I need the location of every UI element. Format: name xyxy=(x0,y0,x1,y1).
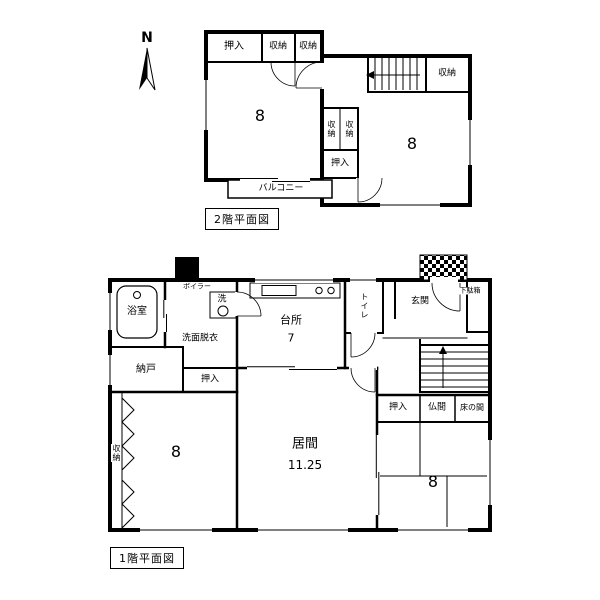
room-label-kitchen: 台所 xyxy=(280,313,302,327)
room-size-8-1f-east: 8 xyxy=(427,472,439,491)
kitchen-counter-icon xyxy=(249,282,341,299)
room-size-kitchen: 7 xyxy=(287,331,295,345)
closet-folding-doors xyxy=(121,397,135,529)
floor1-caption: 1階平面図 xyxy=(110,547,184,569)
room-label-shuno-2f-mid-b: 収納 xyxy=(345,120,354,138)
room-label-shuno-2f-east: 収納 xyxy=(437,68,457,79)
room-label-butsuma: 仏間 xyxy=(427,402,447,413)
floor2-caption: 2階平面図 xyxy=(205,208,279,230)
compass-icon xyxy=(139,47,156,91)
room-label-shuno-2f-a: 収納 xyxy=(268,41,288,52)
room-label-oshiire-2f-mid: 押入 xyxy=(330,158,350,169)
genkan-porch-tile xyxy=(419,254,468,281)
room-label-shuno-2f-b: 収納 xyxy=(298,41,318,52)
room-label-genkan: 玄関 xyxy=(410,296,430,307)
label-getabako: 下駄箱 xyxy=(458,286,482,295)
room-label-oshiire-2f-top: 押入 xyxy=(224,41,244,52)
room-label-living: 居間 xyxy=(291,436,319,452)
tatami-lines xyxy=(377,422,490,530)
room-label-nando: 納戸 xyxy=(136,364,156,375)
room-label-bath: 浴室 xyxy=(126,306,148,317)
room-label-balcony: バルコニー xyxy=(258,183,304,194)
room-label-tokonoma: 床の間 xyxy=(460,403,484,412)
room-size-8-2f-west: 8 xyxy=(254,106,266,125)
room-label-toilet: トイレ xyxy=(360,292,369,320)
label-boiler: ボイラー xyxy=(182,282,212,291)
room-label-shuno-2f-mid-a: 収納 xyxy=(327,120,336,138)
stairs-1f-icon xyxy=(420,346,490,388)
room-size-living: 11.25 xyxy=(287,458,323,472)
boiler-icon xyxy=(175,257,199,279)
floor1-openings xyxy=(107,277,493,533)
compass-north-label: N xyxy=(141,30,153,46)
floor2-openings xyxy=(203,61,473,208)
room-label-oshiire-1f-east: 押入 xyxy=(388,402,408,413)
room-size-8-1f-west: 8 xyxy=(170,442,182,461)
room-size-8-2f-east: 8 xyxy=(406,134,418,153)
room-label-oshiire-1f-west: 押入 xyxy=(200,374,220,385)
stairs-2f-icon xyxy=(366,58,420,90)
label-laundry: 洗 xyxy=(217,294,227,305)
room-label-washroom: 洗面脱衣 xyxy=(181,333,219,344)
room-label-closet-west: 収納 xyxy=(111,444,121,462)
